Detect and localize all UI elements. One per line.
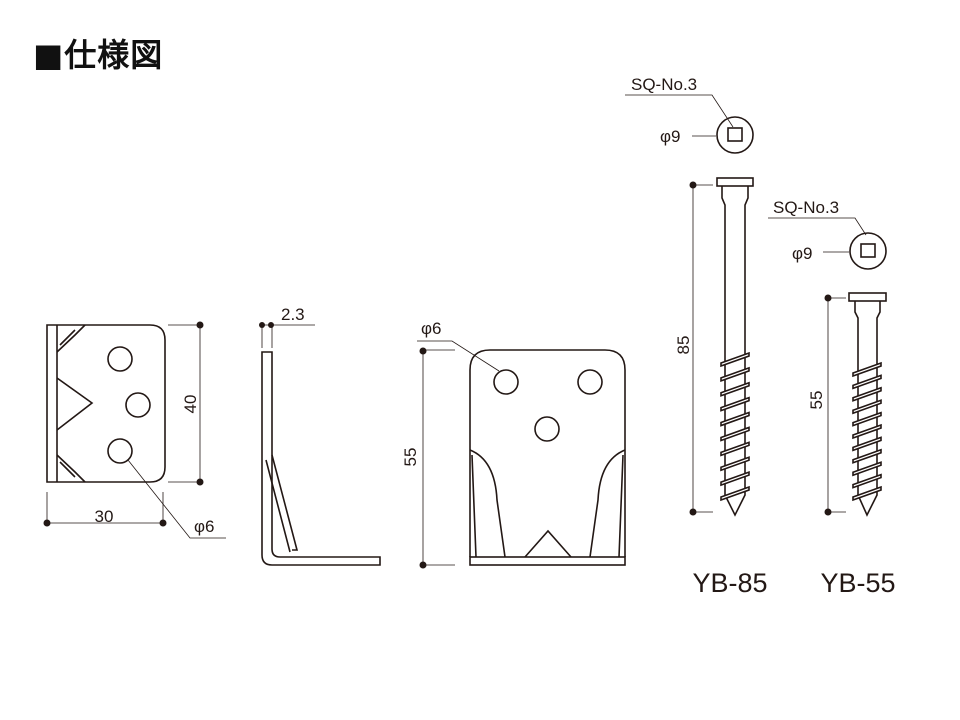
screw-thread	[720, 411, 750, 427]
thickness-dimension-label: 2.3	[281, 305, 305, 324]
head-diameter-label: φ9	[660, 127, 680, 146]
hole	[534, 416, 560, 442]
hole-diameter-label: φ6	[421, 319, 441, 338]
screw-thread	[852, 411, 882, 427]
hole	[577, 369, 603, 395]
screw-yb-55: SQ-No.3 φ9 55 YB-55	[768, 198, 896, 598]
product-name: YB-55	[820, 568, 895, 598]
page-title: ■仕様図	[33, 36, 164, 74]
hole	[107, 438, 133, 464]
screw-thread	[852, 386, 882, 402]
bracket-face-view: 55 φ6	[401, 319, 626, 569]
length-dimension-label: 85	[674, 336, 693, 355]
head-diameter-label: φ9	[792, 244, 812, 263]
screw-thread	[852, 448, 882, 464]
screw-thread	[720, 441, 750, 457]
screw-yb-85: SQ-No.3 φ9 85 YB-85	[625, 75, 768, 598]
screw-thread	[852, 485, 882, 502]
square-drive-icon	[860, 243, 876, 258]
screw-head-top-view	[716, 116, 754, 154]
height-dimension-label: 55	[401, 448, 420, 467]
screw-thread	[720, 396, 750, 412]
screw-thread	[720, 351, 750, 368]
screw-thread	[852, 461, 882, 477]
square-drive-icon	[727, 127, 743, 142]
hole	[125, 392, 151, 418]
drive-label: SQ-No.3	[631, 75, 697, 94]
length-dimension-label: 55	[807, 391, 826, 410]
hole	[493, 369, 519, 395]
screw-thread	[852, 374, 882, 390]
hole	[107, 346, 133, 372]
height-dimension-label: 40	[181, 395, 200, 414]
screw-thread	[720, 470, 750, 487]
screw-thread	[720, 485, 750, 502]
screw-head-top-view	[849, 232, 887, 270]
screw-thread	[852, 361, 882, 378]
hole-diameter-label: φ6	[194, 517, 214, 536]
screw-thread	[852, 423, 882, 440]
bracket-front-view: 30 40 φ6	[43, 321, 226, 539]
screw-thread	[720, 381, 750, 397]
drive-label: SQ-No.3	[773, 198, 839, 217]
screw-thread	[720, 366, 750, 383]
screw-thread	[852, 473, 882, 489]
product-name: YB-85	[692, 568, 767, 598]
width-dimension-label: 30	[95, 507, 114, 526]
screw-thread	[720, 456, 750, 472]
screw-thread	[852, 399, 882, 415]
bracket-side-view: 2.3	[259, 305, 381, 566]
screw-thread	[720, 426, 750, 442]
screw-thread	[852, 436, 882, 452]
